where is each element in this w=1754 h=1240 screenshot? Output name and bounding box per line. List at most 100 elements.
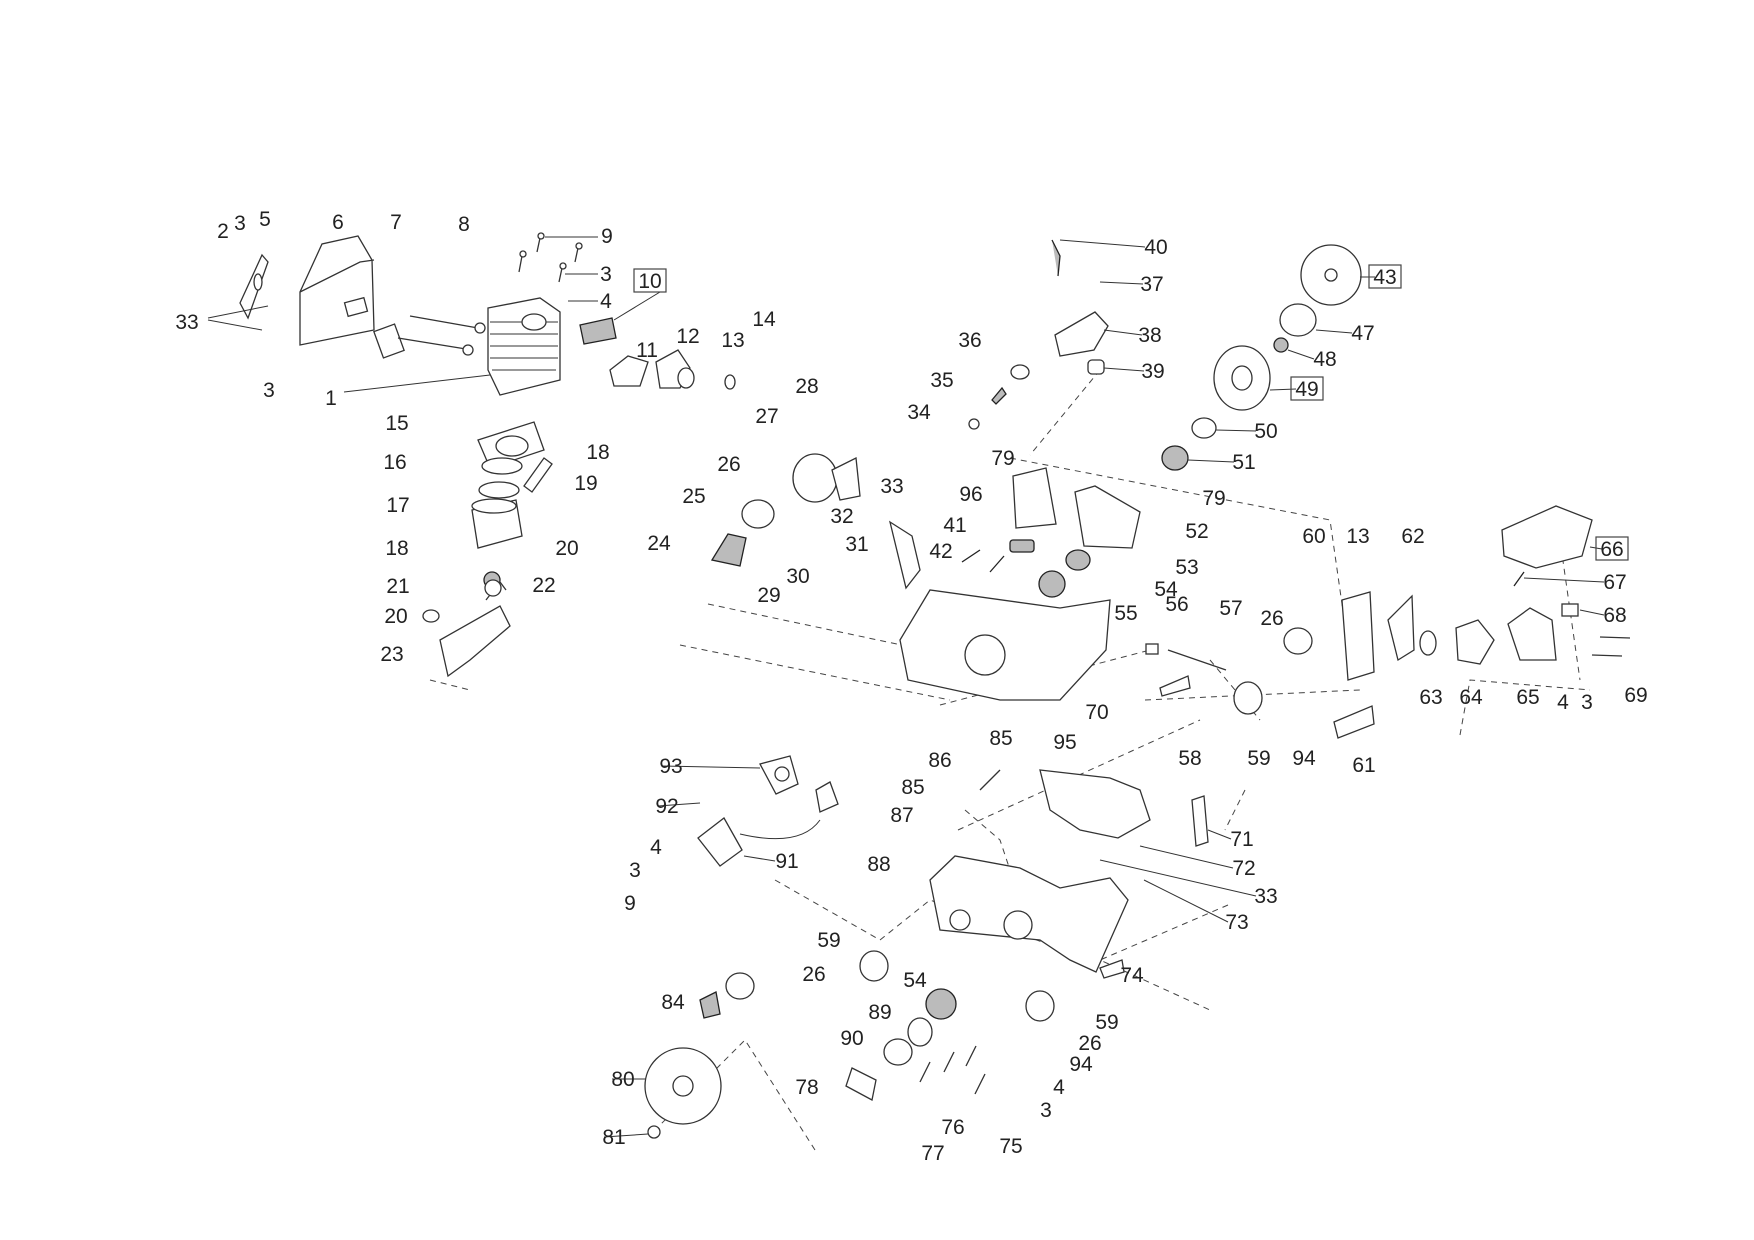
part-oring-14	[724, 374, 736, 390]
part-label-5: 5	[259, 208, 271, 231]
part-washer-47	[1279, 303, 1317, 337]
part-nut-81	[647, 1125, 661, 1139]
part-label-66: 66	[1600, 538, 1623, 561]
boxed-label-frame	[1595, 536, 1629, 561]
part-label-18: 18	[586, 441, 609, 464]
part-plate-61	[1333, 705, 1375, 739]
part-label-37: 37	[1140, 273, 1163, 296]
part-label-26: 26	[1260, 607, 1283, 630]
boxed-label-frame	[633, 268, 667, 293]
part-label-9: 9	[601, 225, 613, 248]
part-label-15: 15	[385, 412, 408, 435]
part-cylinder-gasket-15	[477, 421, 545, 469]
part-label-26: 26	[717, 453, 740, 476]
part-label-7: 7	[390, 211, 402, 234]
part-av-mounts-59b	[859, 950, 1055, 1022]
part-label-96: 96	[959, 483, 982, 506]
part-label-39: 39	[1141, 360, 1164, 383]
part-bearing-51	[1161, 445, 1189, 471]
part-filter-base-65	[1507, 607, 1557, 661]
part-cover-76	[845, 1067, 877, 1101]
boxed-label-frame	[1290, 376, 1324, 401]
part-label-86: 86	[928, 749, 951, 772]
part-label-43: 43	[1373, 266, 1396, 289]
part-label-29: 29	[757, 584, 780, 607]
part-label-20: 20	[384, 605, 407, 628]
part-label-78: 78	[795, 1076, 818, 1099]
part-oring-63	[1419, 630, 1437, 656]
part-piston-rings-16	[478, 457, 523, 499]
part-label-59: 59	[817, 929, 840, 952]
part-label-6: 6	[332, 211, 344, 234]
part-clutch-drum-49	[1213, 345, 1271, 411]
part-label-23: 23	[380, 643, 403, 666]
part-piston-pin-19	[523, 457, 553, 493]
part-label-13: 13	[721, 329, 744, 352]
part-label-59: 59	[1247, 747, 1270, 770]
part-gasket-95	[1039, 769, 1151, 839]
part-carburetor-64	[1455, 619, 1495, 665]
part-bearing-54	[1038, 570, 1066, 598]
part-label-32: 32	[830, 505, 853, 528]
part-pin-56-57	[1145, 643, 1227, 671]
part-muffler-plate	[239, 253, 269, 320]
part-block-68	[1561, 603, 1579, 617]
part-label-89: 89	[868, 1001, 891, 1024]
part-label-79: 79	[991, 447, 1014, 470]
part-label-53: 53	[1175, 556, 1198, 579]
part-screws-75	[919, 1045, 986, 1095]
part-label-80: 80	[611, 1068, 634, 1091]
part-label-47: 47	[1351, 322, 1374, 345]
part-crankshaft	[422, 579, 511, 678]
part-label-3: 3	[600, 263, 612, 286]
part-label-73: 73	[1225, 911, 1248, 934]
part-handle-88	[929, 855, 1129, 973]
part-label-79: 79	[1202, 487, 1225, 510]
part-seal-94	[1283, 627, 1313, 655]
part-label-3: 3	[1581, 691, 1593, 714]
part-label-91: 91	[775, 850, 798, 873]
part-label-19: 19	[574, 472, 597, 495]
part-label-33: 33	[1254, 885, 1277, 908]
part-flywheel-80	[644, 1047, 722, 1125]
part-label-41: 41	[943, 514, 966, 537]
part-starter-boot-24	[710, 533, 747, 567]
part-label-35: 35	[930, 369, 953, 392]
part-needle-bearing-48	[1273, 337, 1289, 353]
part-label-51: 51	[1232, 451, 1255, 474]
part-label-54: 54	[903, 969, 927, 992]
leader-lines	[207, 236, 1605, 1138]
part-sprocket-50	[1191, 417, 1217, 439]
part-bearing-54b	[925, 988, 957, 1020]
part-label-54: 54	[1154, 578, 1178, 601]
part-label-70: 70	[1085, 701, 1108, 724]
part-label-60: 60	[1302, 525, 1325, 548]
part-label-75: 75	[999, 1135, 1022, 1158]
part-label-10: 10	[638, 270, 661, 293]
part-label-3: 3	[1040, 1099, 1052, 1122]
part-label-92: 92	[655, 795, 678, 818]
part-carb-gasket-62	[1387, 594, 1415, 662]
part-label-31: 31	[845, 533, 868, 556]
part-clutch-43	[1300, 244, 1362, 306]
part-av-mount-59	[1233, 681, 1263, 715]
part-label-50: 50	[1254, 420, 1277, 443]
part-label-38: 38	[1138, 324, 1161, 347]
part-label-57: 57	[1219, 597, 1242, 620]
part-carb-plate-60	[1341, 591, 1375, 681]
part-adjuster-35-36	[968, 364, 1030, 430]
part-label-76: 76	[941, 1116, 964, 1139]
part-label-22: 22	[532, 574, 555, 597]
part-label-21: 21	[386, 575, 409, 598]
part-rod-86	[979, 769, 1001, 791]
part-label-67: 67	[1603, 571, 1626, 594]
part-label-4: 4	[1557, 691, 1569, 714]
part-long-bolts-8	[397, 315, 486, 356]
part-label-33: 33	[880, 475, 903, 498]
part-bracket-74	[1099, 959, 1125, 979]
part-label-61: 61	[1352, 754, 1375, 777]
part-bolts-69	[1591, 636, 1631, 657]
part-starter-84	[699, 972, 755, 1019]
part-muffler-cover	[299, 235, 375, 346]
assembly-guide-lines	[429, 369, 1591, 1151]
